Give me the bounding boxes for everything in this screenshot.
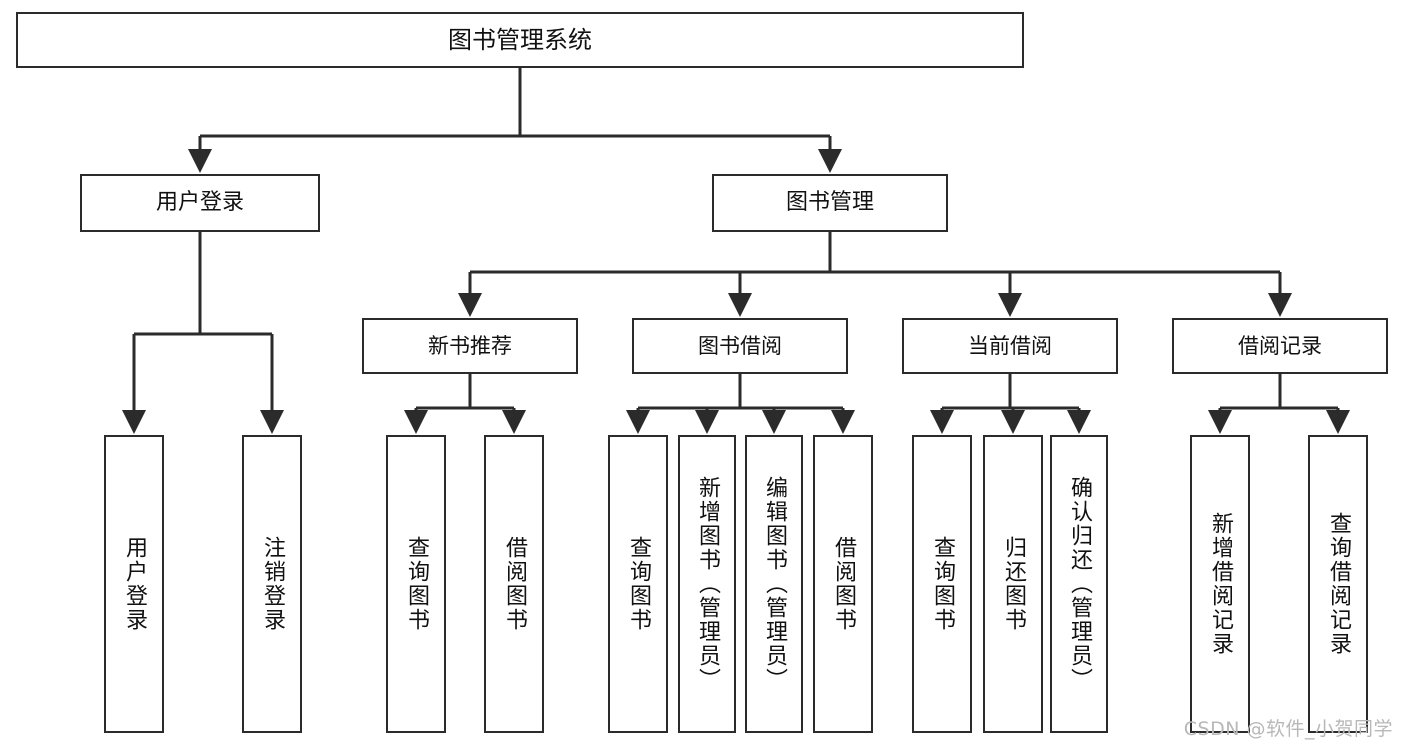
node-leaf-logout-login[interactable]: 注销登录 bbox=[242, 435, 302, 733]
node-leaf-query-book-1-label: 查询图书 bbox=[403, 536, 429, 632]
node-book-manage[interactable]: 图书管理 bbox=[712, 174, 948, 232]
node-leaf-query-borrow-record-label: 查询借阅记录 bbox=[1325, 512, 1351, 656]
node-leaf-borrow-book-2-label: 借阅图书 bbox=[830, 536, 856, 632]
node-leaf-return-book-label: 归还图书 bbox=[1000, 536, 1026, 632]
node-borrow-record[interactable]: 借阅记录 bbox=[1172, 318, 1388, 374]
node-root[interactable]: 图书管理系统 bbox=[16, 12, 1024, 68]
node-leaf-confirm-return-label: 确认归还（管理员） bbox=[1066, 476, 1092, 692]
node-new-book-recommend[interactable]: 新书推荐 bbox=[362, 318, 578, 374]
node-leaf-add-book-admin[interactable]: 新增图书（管理员） bbox=[678, 435, 736, 733]
node-leaf-return-book[interactable]: 归还图书 bbox=[983, 435, 1043, 733]
node-user-login[interactable]: 用户登录 bbox=[80, 174, 320, 232]
node-book-borrow-label: 图书借阅 bbox=[698, 333, 782, 358]
node-current-borrow-label: 当前借阅 bbox=[968, 333, 1052, 358]
node-new-book-recommend-label: 新书推荐 bbox=[428, 333, 512, 358]
node-leaf-add-book-admin-label: 新增图书（管理员） bbox=[694, 476, 720, 692]
node-leaf-query-borrow-record[interactable]: 查询借阅记录 bbox=[1308, 435, 1368, 733]
node-leaf-query-book-2-label: 查询图书 bbox=[625, 536, 651, 632]
node-leaf-query-book-3-label: 查询图书 bbox=[929, 536, 955, 632]
node-leaf-add-borrow-record-label: 新增借阅记录 bbox=[1207, 512, 1233, 656]
node-user-login-label: 用户登录 bbox=[155, 190, 244, 216]
node-borrow-record-label: 借阅记录 bbox=[1238, 333, 1322, 358]
node-root-label: 图书管理系统 bbox=[448, 25, 592, 54]
node-leaf-user-login[interactable]: 用户登录 bbox=[104, 435, 164, 733]
node-leaf-borrow-book-1[interactable]: 借阅图书 bbox=[484, 435, 544, 733]
node-leaf-logout-login-label: 注销登录 bbox=[259, 536, 285, 632]
node-leaf-borrow-book-2[interactable]: 借阅图书 bbox=[813, 435, 873, 733]
node-leaf-edit-book-admin-label: 编辑图书（管理员） bbox=[761, 476, 787, 692]
node-leaf-user-login-label: 用户登录 bbox=[121, 536, 147, 632]
node-leaf-query-book-2[interactable]: 查询图书 bbox=[608, 435, 668, 733]
node-leaf-query-book-1[interactable]: 查询图书 bbox=[386, 435, 446, 733]
watermark: CSDN @软件_小贺同学 bbox=[1183, 718, 1393, 740]
node-leaf-confirm-return[interactable]: 确认归还（管理员） bbox=[1050, 435, 1108, 733]
node-leaf-borrow-book-1-label: 借阅图书 bbox=[501, 536, 527, 632]
node-leaf-add-borrow-record[interactable]: 新增借阅记录 bbox=[1190, 435, 1250, 733]
node-current-borrow[interactable]: 当前借阅 bbox=[902, 318, 1118, 374]
node-book-manage-label: 图书管理 bbox=[785, 190, 874, 216]
node-book-borrow[interactable]: 图书借阅 bbox=[632, 318, 848, 374]
node-leaf-query-book-3[interactable]: 查询图书 bbox=[912, 435, 972, 733]
node-leaf-edit-book-admin[interactable]: 编辑图书（管理员） bbox=[745, 435, 803, 733]
